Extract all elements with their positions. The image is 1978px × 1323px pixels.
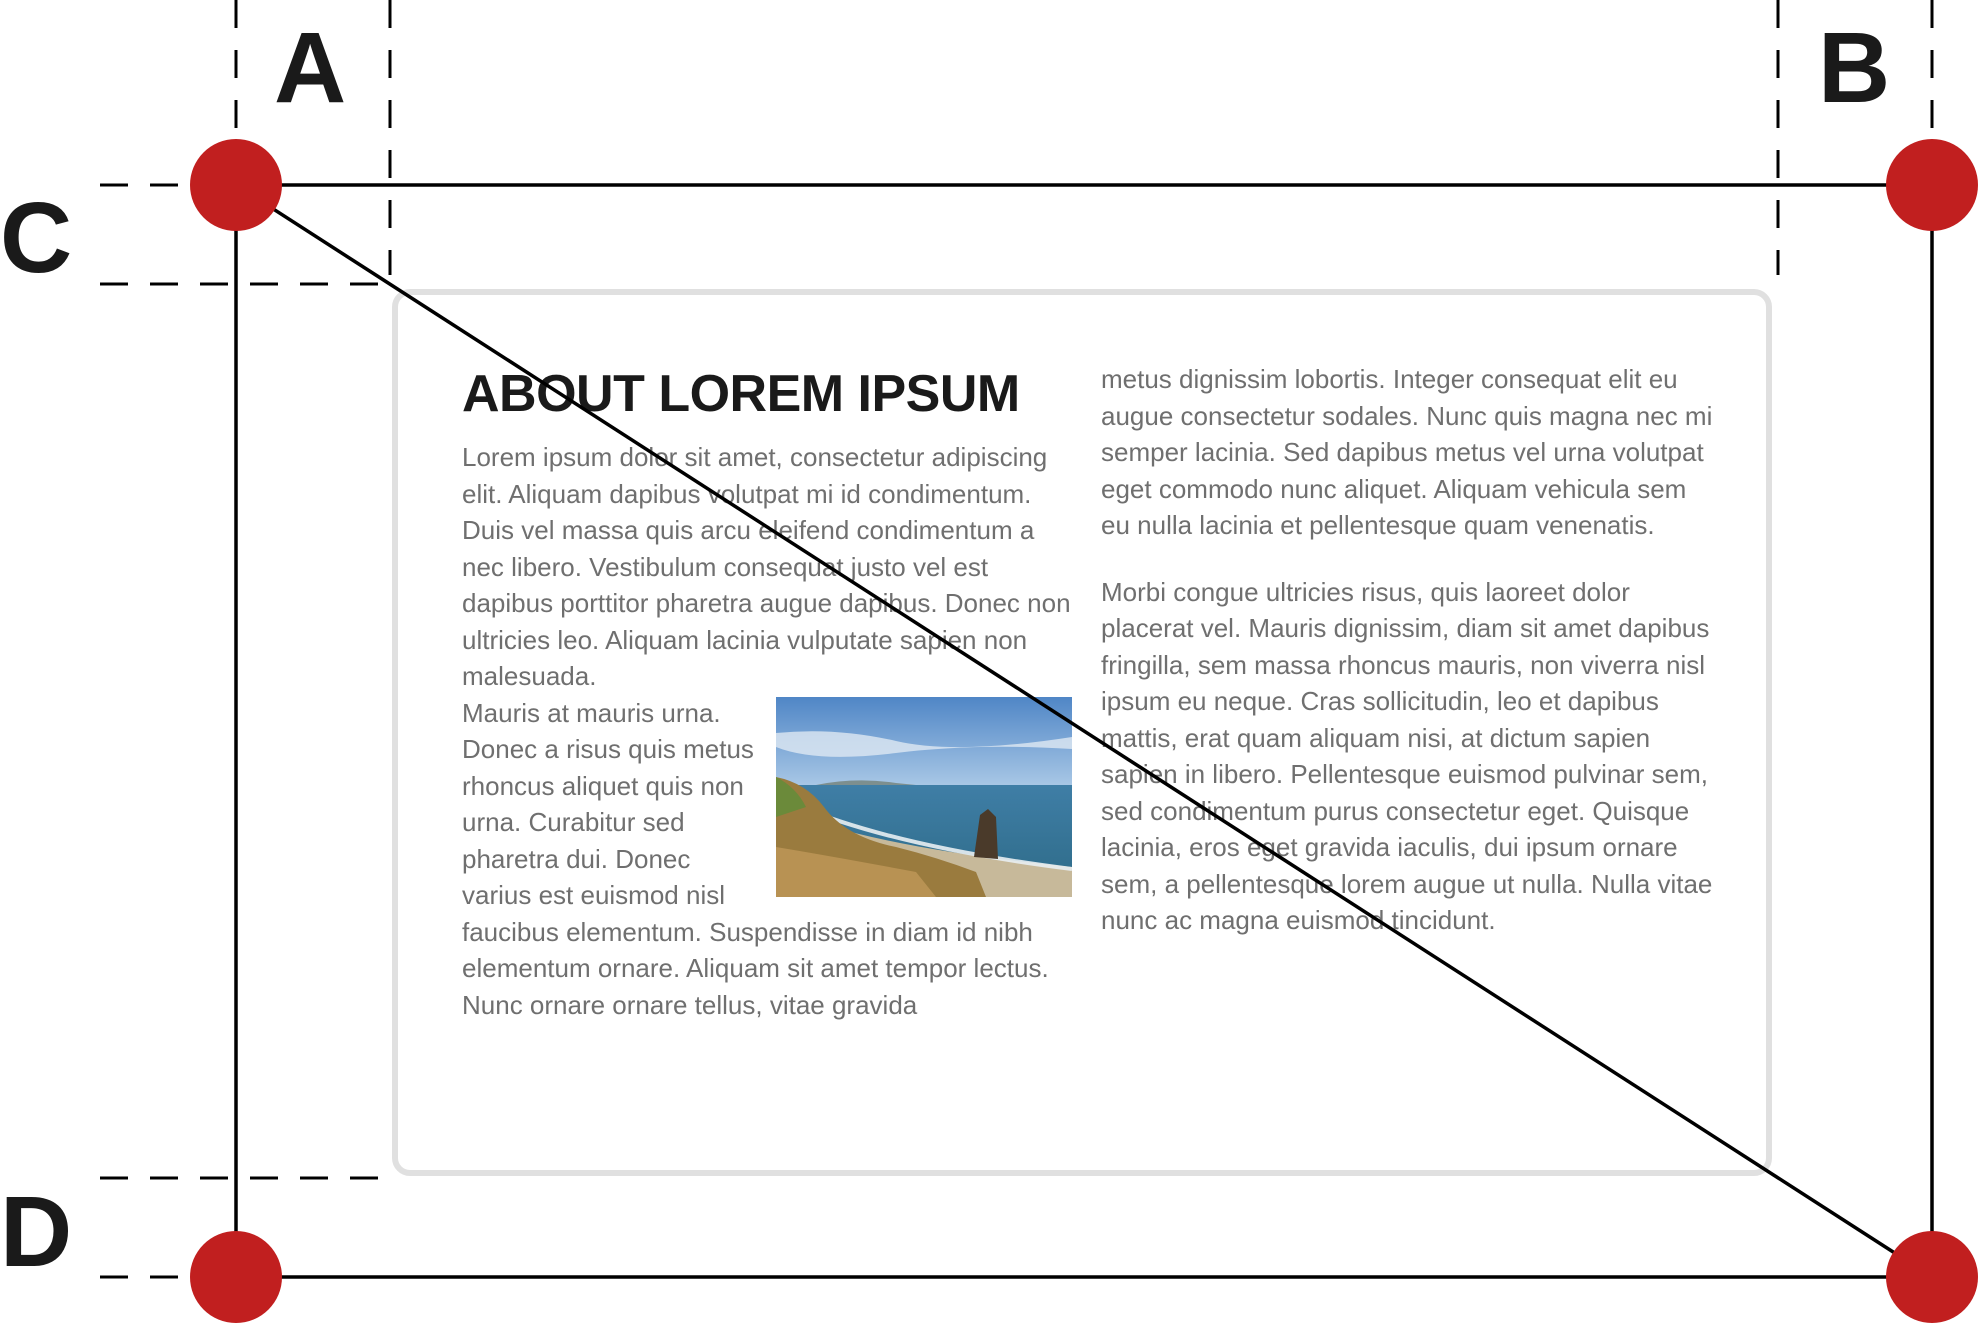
- label-a: A: [274, 12, 346, 124]
- article-heading: ABOUT LOREM IPSUM: [462, 365, 1020, 423]
- coastal-photo-art: [776, 696, 1072, 897]
- corner-dot-bottom-right: [1886, 1231, 1978, 1323]
- label-b: B: [1818, 12, 1890, 124]
- corner-dot-top-left: [190, 139, 282, 231]
- label-c: C: [0, 182, 72, 294]
- right-column: metus dignissim lobortis. Integer conseq…: [1101, 361, 1716, 939]
- corner-dot-bottom-left: [190, 1231, 282, 1323]
- article-card: ABOUT LOREM IPSUM Lorem ipsum dolor sit …: [392, 289, 1772, 1176]
- coastal-photo: [776, 696, 1072, 897]
- left-column: ABOUT LOREM IPSUM Lorem ipsum dolor sit …: [462, 363, 1072, 1023]
- corner-dot-top-right: [1886, 139, 1978, 231]
- right-paragraph-2: Morbi congue ultricies risus, quis laore…: [1101, 576, 1713, 936]
- left-paragraph-1: Lorem ipsum dolor sit amet, consectetur …: [462, 442, 1071, 691]
- label-d: D: [0, 1176, 72, 1288]
- right-paragraph-1: metus dignissim lobortis. Integer conseq…: [1101, 364, 1713, 540]
